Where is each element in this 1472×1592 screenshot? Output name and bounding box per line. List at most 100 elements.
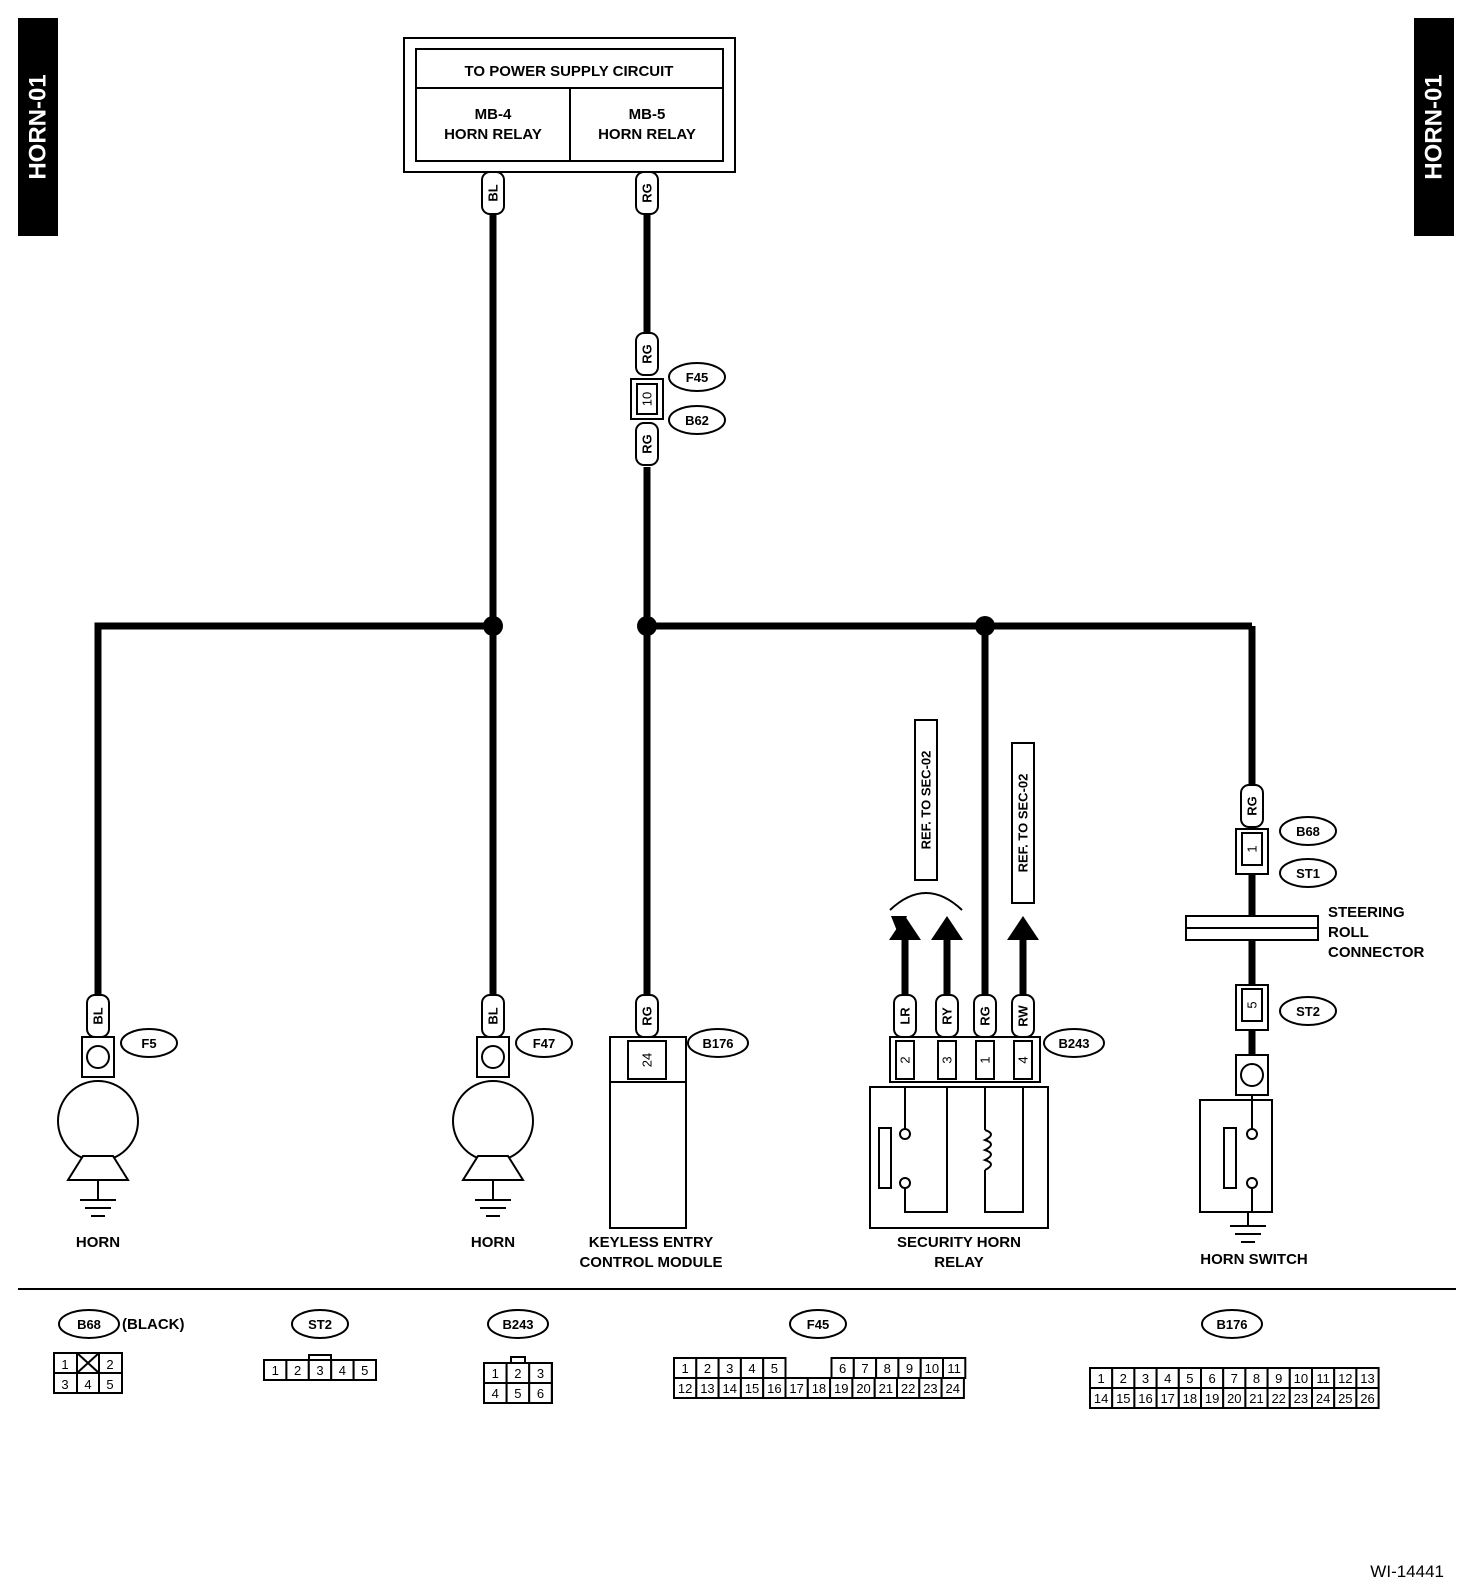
svg-text:5: 5	[1245, 1001, 1260, 1008]
svg-text:B62: B62	[685, 413, 709, 428]
horn-f5: BL F5 HORN	[57, 994, 178, 1251]
legend-pin-number: 18	[812, 1381, 826, 1396]
legend-pin-number: 2	[294, 1363, 301, 1378]
junction-bl	[483, 616, 503, 636]
svg-text:RG: RG	[640, 344, 655, 364]
legend-pin-number: 12	[678, 1381, 692, 1396]
svg-text:RG: RG	[1245, 796, 1260, 816]
svg-text:3: 3	[61, 1377, 68, 1392]
svg-text:BL: BL	[91, 1007, 106, 1024]
legend-b68: B68 (BLACK) 1 2 3 4 5	[53, 1309, 184, 1394]
legend-pin-number: 1	[682, 1361, 689, 1376]
wires	[94, 212, 1256, 1055]
legend-pin-number: 19	[834, 1381, 848, 1396]
legend-pin-number: 2	[704, 1361, 711, 1376]
legend-pin-number: 24	[1316, 1391, 1330, 1406]
security-horn-relay: LR RY RG RW 2 3 1 4 B243 SECURITY HORN R…	[869, 994, 1105, 1271]
svg-text:HORN SWITCH: HORN SWITCH	[1200, 1251, 1308, 1268]
legend-pin-number: 26	[1360, 1391, 1374, 1406]
legend-pin-number: 5	[514, 1386, 521, 1401]
svg-text:MB-5: MB-5	[629, 106, 666, 123]
svg-text:RG: RG	[640, 434, 655, 454]
legend-pin-number: 20	[1227, 1391, 1241, 1406]
legend-pin-number: 5	[771, 1361, 778, 1376]
sheet-tab-right: HORN-01	[1414, 18, 1454, 236]
svg-text:1: 1	[61, 1357, 68, 1372]
svg-text:3: 3	[940, 1056, 955, 1063]
legend-pin-number: 25	[1338, 1391, 1352, 1406]
svg-text:RG: RG	[640, 183, 655, 203]
horn-f47: BL F47 HORN	[452, 994, 573, 1251]
legend-pin-number: 9	[906, 1361, 913, 1376]
legend-pin-number: 3	[537, 1366, 544, 1381]
legend-pin-cell	[352, 1359, 378, 1381]
legend-pin-number: 8	[884, 1361, 891, 1376]
svg-text:REF. TO SEC-02: REF. TO SEC-02	[1016, 774, 1031, 873]
svg-text:ST1: ST1	[1296, 866, 1320, 881]
svg-text:F5: F5	[141, 1036, 156, 1051]
legend-pin-number: 10	[1294, 1371, 1308, 1386]
svg-text:LR: LR	[898, 1007, 913, 1025]
legend-pin-number: 23	[1294, 1391, 1308, 1406]
svg-text:2: 2	[898, 1056, 913, 1063]
svg-text:RW: RW	[1016, 1005, 1031, 1027]
legend-pin-number: 15	[745, 1381, 759, 1396]
legend-pin-number: 3	[1142, 1371, 1149, 1386]
legend-pin-number: 10	[925, 1361, 939, 1376]
legend-pin-number: 21	[1249, 1391, 1263, 1406]
legend-pin-number: 3	[726, 1361, 733, 1376]
junction-relay	[975, 616, 995, 636]
legend-pin-number: 17	[789, 1381, 803, 1396]
svg-text:2: 2	[106, 1357, 113, 1372]
junction-rg	[637, 616, 657, 636]
legend-pin-number: 5	[361, 1363, 368, 1378]
legend-pin-number: 9	[1275, 1371, 1282, 1386]
svg-text:RELAY: RELAY	[934, 1254, 983, 1271]
legend-pin-number: 11	[947, 1361, 961, 1376]
svg-text:4: 4	[84, 1377, 91, 1392]
legend-pin-number: 1	[492, 1366, 499, 1381]
legend-pin-number: 7	[861, 1361, 868, 1376]
svg-text:KEYLESS ENTRY: KEYLESS ENTRY	[589, 1234, 713, 1251]
legend-pin-number: 13	[1360, 1371, 1374, 1386]
power-supply-box: TO POWER SUPPLY CIRCUIT MB-4 HORN RELAY …	[403, 37, 736, 173]
legend-pin-cell	[1355, 1387, 1380, 1409]
svg-text:SECURITY HORN: SECURITY HORN	[897, 1234, 1021, 1251]
svg-text:(BLACK): (BLACK)	[122, 1316, 184, 1333]
legend-pin-number: 5	[1186, 1371, 1193, 1386]
svg-text:RG: RG	[978, 1006, 993, 1026]
svg-text:5: 5	[106, 1377, 113, 1392]
svg-text:REF. TO SEC-02: REF. TO SEC-02	[919, 751, 934, 850]
sheet-tab-left: HORN-01	[18, 18, 58, 236]
legend-pin-number: 12	[1338, 1371, 1352, 1386]
legend-pin-number: 15	[1116, 1391, 1130, 1406]
svg-text:F45: F45	[686, 370, 708, 385]
legend-pin-number: 7	[1231, 1371, 1238, 1386]
svg-text:RY: RY	[940, 1007, 955, 1025]
legend-pin-number: 22	[1271, 1391, 1285, 1406]
svg-text:B176: B176	[702, 1036, 733, 1051]
legend-pin-number: 14	[723, 1381, 737, 1396]
legend-pin-number: 18	[1183, 1391, 1197, 1406]
svg-text:HORN-01: HORN-01	[1421, 74, 1448, 179]
keyless-entry-module: RG 24 B176 KEYLESS ENTRY CONTROL MODULE	[579, 994, 749, 1271]
svg-text:STEERING: STEERING	[1328, 904, 1405, 921]
svg-text:HORN: HORN	[471, 1234, 515, 1251]
legend-pin-number: 3	[316, 1363, 323, 1378]
svg-text:BL: BL	[486, 1007, 501, 1024]
ref-sec02-right: REF. TO SEC-02	[1007, 742, 1039, 940]
legend-pin-number: 21	[879, 1381, 893, 1396]
svg-text:10: 10	[640, 392, 655, 406]
legend-pin-number: 22	[901, 1381, 915, 1396]
legend-pin-number: 16	[767, 1381, 781, 1396]
legend-pin-number: 4	[492, 1386, 499, 1401]
legend-pin-number: 16	[1138, 1391, 1152, 1406]
svg-text:ROLL: ROLL	[1328, 924, 1369, 941]
legend-pin-number: 19	[1205, 1391, 1219, 1406]
legend-pin-number: 23	[923, 1381, 937, 1396]
svg-text:MB-4: MB-4	[475, 106, 512, 123]
svg-text:F45: F45	[807, 1317, 829, 1332]
